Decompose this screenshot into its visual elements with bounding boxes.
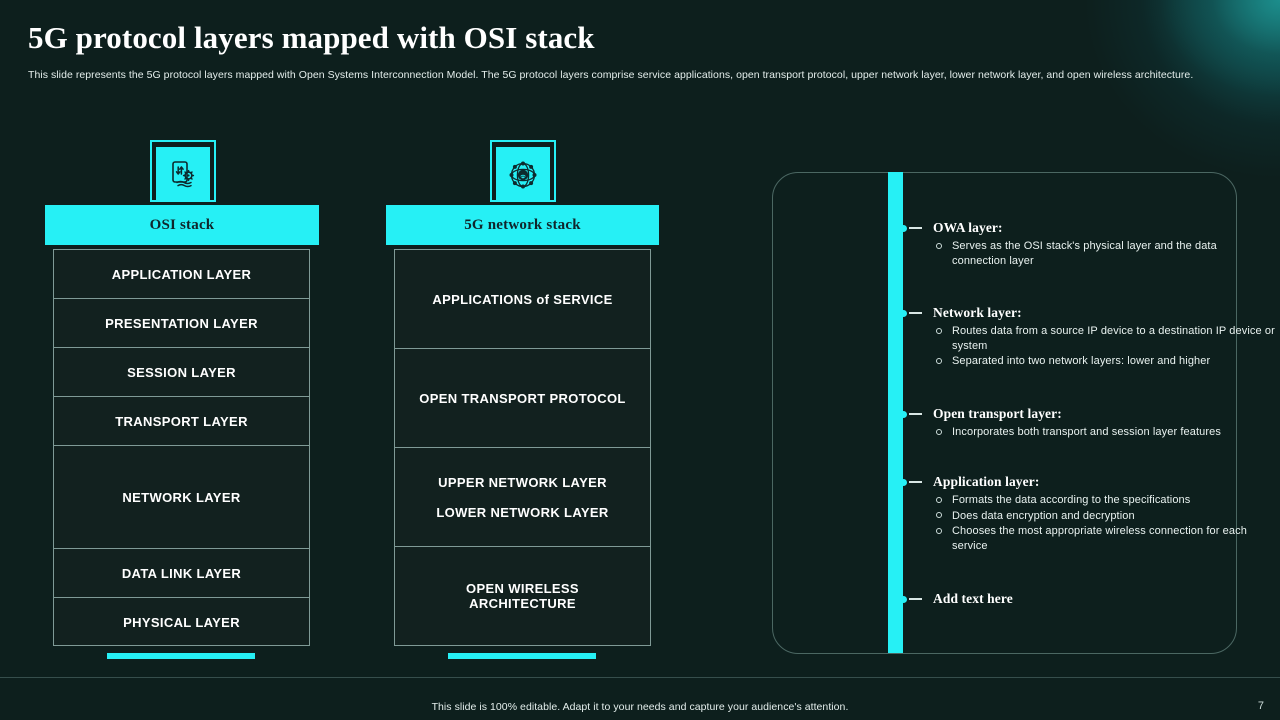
fiveg-layer-row: UPPER NETWORK LAYER LOWER NETWORK LAYER bbox=[395, 448, 650, 547]
sub-bullet-circle-icon bbox=[936, 496, 942, 503]
detail-heading: Network layer: bbox=[900, 305, 1280, 321]
detail-subitem-label: Formats the data according to the specif… bbox=[952, 494, 1191, 506]
detail-heading-label: Add text here bbox=[933, 591, 1013, 606]
detail-subitem-label: Does data encryption and decryption bbox=[952, 509, 1135, 522]
page-subtitle: This slide represents the 5G protocol la… bbox=[28, 69, 1194, 81]
detail-heading-label: OWA layer: bbox=[933, 220, 1003, 235]
osi-layer-label: APPLICATION LAYER bbox=[111, 266, 252, 282]
detail-subitem: Incorporates both transport and session … bbox=[903, 425, 1252, 440]
bullet-dash-icon bbox=[909, 413, 922, 415]
page-title: 5G protocol layers mapped with OSI stack bbox=[28, 20, 595, 55]
bullet-dot-icon bbox=[900, 309, 907, 317]
osi-layer-list: APPLICATION LAYER PRESENTATION LAYER SES… bbox=[53, 249, 310, 646]
page-number: 7 bbox=[1257, 700, 1264, 712]
detail-heading-label: Network layer: bbox=[933, 305, 1022, 320]
document-sync-gear-icon bbox=[156, 147, 210, 202]
fiveg-stack-underbar bbox=[448, 653, 596, 659]
osi-layer-row: SESSION LAYER bbox=[54, 348, 309, 397]
detail-group-network: Network layer: Routes data from a source… bbox=[900, 305, 1280, 369]
network-hub-nodes-icon bbox=[496, 147, 550, 202]
fiveg-layer-label: OPEN TRANSPORT PROTOCOL bbox=[419, 390, 626, 406]
osi-layer-label: PHYSICAL LAYER bbox=[123, 615, 240, 630]
osi-layer-row: DATA LINK LAYER bbox=[54, 549, 309, 598]
osi-layer-label: SESSION LAYER bbox=[127, 364, 236, 380]
fiveg-layer-list: APPLICATIONS of SERVICE OPEN TRANSPORT P… bbox=[394, 249, 651, 646]
detail-heading: Add text here bbox=[900, 591, 1013, 607]
fiveg-layer-label-secondary: ARCHITECTURE bbox=[469, 596, 576, 611]
footer-divider bbox=[0, 677, 1280, 678]
sub-bullet-circle-icon bbox=[936, 357, 942, 364]
osi-layer-row: TRANSPORT LAYER bbox=[54, 397, 309, 446]
detail-subitem: Separated into two network layers: lower… bbox=[903, 354, 1280, 369]
detail-subitem: Formats the data according to the specif… bbox=[903, 493, 1280, 508]
detail-heading: OWA layer: bbox=[900, 220, 1270, 236]
fiveg-stack-header: 5G network stack bbox=[386, 205, 659, 245]
detail-subitem: Chooses the most appropriate wireless co… bbox=[903, 524, 1280, 553]
detail-group-add-text: Add text here bbox=[900, 591, 1013, 607]
bullet-dot-icon bbox=[900, 224, 907, 232]
sub-bullet-circle-icon bbox=[936, 327, 942, 334]
bullet-dash-icon bbox=[909, 227, 922, 229]
detail-subitem-label: Routes data from a source IP device to a… bbox=[952, 325, 1275, 352]
osi-layer-row: APPLICATION LAYER bbox=[54, 250, 309, 299]
sub-bullet-circle-icon bbox=[936, 242, 942, 249]
sub-bullet-circle-icon bbox=[936, 428, 942, 435]
detail-subitem: Does data encryption and decryption bbox=[903, 509, 1280, 524]
osi-layer-row: PRESENTATION LAYER bbox=[54, 299, 309, 348]
osi-layer-label: DATA LINK LAYER bbox=[121, 565, 242, 581]
detail-subitem: Serves as the OSI stack's physical layer… bbox=[903, 239, 1270, 268]
detail-subitem-label: Separated into two network layers: lower… bbox=[952, 355, 1211, 367]
detail-subitem-label: Serves as the OSI stack's physical layer… bbox=[952, 240, 1217, 267]
osi-layer-label: TRANSPORT LAYER bbox=[115, 413, 248, 429]
sub-bullet-circle-icon bbox=[936, 512, 942, 518]
detail-heading: Application layer: bbox=[900, 474, 1280, 490]
detail-subitem-label: Incorporates both transport and session … bbox=[952, 426, 1221, 438]
osi-layer-label: PRESENTATION LAYER bbox=[105, 315, 258, 331]
bullet-dash-icon bbox=[909, 312, 922, 314]
detail-group-application: Application layer: Formats the data acco… bbox=[900, 474, 1280, 553]
detail-heading-label: Application layer: bbox=[933, 474, 1040, 489]
fiveg-layer-row: APPLICATIONS of SERVICE bbox=[395, 250, 650, 349]
bullet-dot-icon bbox=[900, 478, 907, 486]
osi-stack-header: OSI stack bbox=[45, 205, 319, 245]
fiveg-layer-label: OPEN WIRELESS bbox=[466, 581, 579, 596]
detail-heading: Open transport layer: bbox=[900, 406, 1252, 422]
bullet-dot-icon bbox=[900, 595, 907, 603]
fiveg-layer-label-secondary: LOWER NETWORK LAYER bbox=[436, 504, 609, 520]
detail-group-owa: OWA layer: Serves as the OSI stack's phy… bbox=[900, 220, 1270, 268]
detail-subitem-label: Chooses the most appropriate wireless co… bbox=[952, 525, 1247, 552]
bullet-dash-icon bbox=[909, 598, 922, 600]
fiveg-layer-label: UPPER NETWORK LAYER bbox=[438, 474, 607, 490]
details-panel-accent-bar bbox=[888, 172, 903, 653]
osi-stack-underbar bbox=[107, 653, 255, 659]
osi-layer-row: PHYSICAL LAYER bbox=[54, 598, 309, 647]
details-panel-outline bbox=[772, 172, 1237, 654]
detail-heading-label: Open transport layer: bbox=[933, 406, 1062, 421]
osi-layer-label: NETWORK LAYER bbox=[122, 489, 241, 505]
details-list: OWA layer: Serves as the OSI stack's phy… bbox=[900, 172, 1275, 654]
bullet-dot-icon bbox=[900, 410, 907, 418]
footer-note: This slide is 100% editable. Adapt it to… bbox=[431, 701, 849, 713]
detail-group-open-transport: Open transport layer: Incorporates both … bbox=[900, 406, 1252, 440]
bullet-dash-icon bbox=[909, 481, 922, 483]
fiveg-layer-row: OPEN TRANSPORT PROTOCOL bbox=[395, 349, 650, 448]
osi-layer-row: NETWORK LAYER bbox=[54, 446, 309, 549]
fiveg-layer-label: APPLICATIONS of SERVICE bbox=[432, 291, 613, 307]
sub-bullet-circle-icon bbox=[936, 527, 942, 534]
detail-subitem: Routes data from a source IP device to a… bbox=[903, 324, 1280, 353]
fiveg-layer-row: OPEN WIRELESS ARCHITECTURE bbox=[395, 547, 650, 645]
